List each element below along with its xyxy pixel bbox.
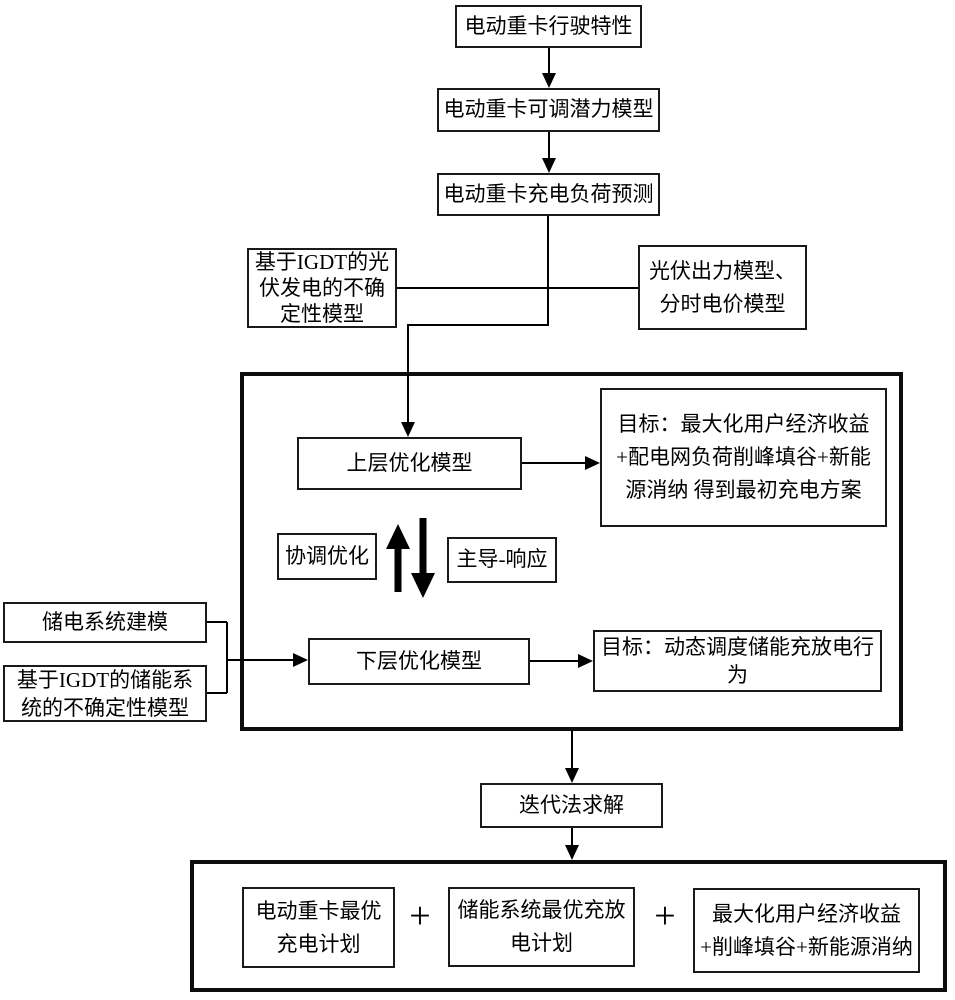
bilevel-optimization-container [240, 372, 903, 731]
node-igdt-pv-uncertainty: 基于IGDT的光伏发电的不确定性模型 [247, 248, 397, 328]
node-result-storage-plan: 储能系统最优充放电计划 [448, 887, 635, 967]
arrowhead-iterative-to-results [565, 845, 579, 860]
node-result-truck-plan: 电动重卡最优充电计划 [242, 887, 395, 968]
node-charging-load-forecast: 电动重卡充电负荷预测 [437, 173, 660, 216]
node-driving-characteristics: 电动重卡行驶特性 [455, 5, 642, 48]
node-pv-output-price-model: 光伏出力模型、分时电价模型 [638, 245, 807, 330]
node-adjustable-potential-model: 电动重卡可调潜力模型 [437, 88, 660, 132]
node-storage-system-modeling: 储电系统建模 [3, 602, 207, 643]
node-igdt-storage-uncertainty: 基于IGDT的储能系统的不确定性模型 [3, 665, 207, 722]
node-leader-follower: 主导-响应 [447, 537, 557, 583]
node-iterative-solution: 迭代法求解 [480, 783, 663, 828]
arrowhead-potential-to-forecast [542, 158, 556, 173]
plus-sign-1: + [409, 895, 431, 937]
plus-sign-2: + [654, 895, 676, 937]
node-result-goal: 最大化用户经济收益+削峰填谷+新能源消纳 [693, 888, 920, 973]
node-upper-goal: 目标：最大化用户经济收益+配电网负荷削峰填谷+新能源消纳 得到最初充电方案 [600, 388, 887, 527]
results-container [190, 860, 947, 992]
node-lower-model: 下层优化模型 [308, 638, 530, 685]
node-lower-goal: 目标：动态调度储能充放电行为 [593, 630, 882, 692]
arrowhead-bilevel-to-iterative [565, 768, 579, 783]
node-upper-model: 上层优化模型 [297, 437, 522, 490]
node-coordinated-optimization: 协调优化 [277, 533, 377, 580]
arrowhead-driving-to-potential [542, 73, 556, 88]
